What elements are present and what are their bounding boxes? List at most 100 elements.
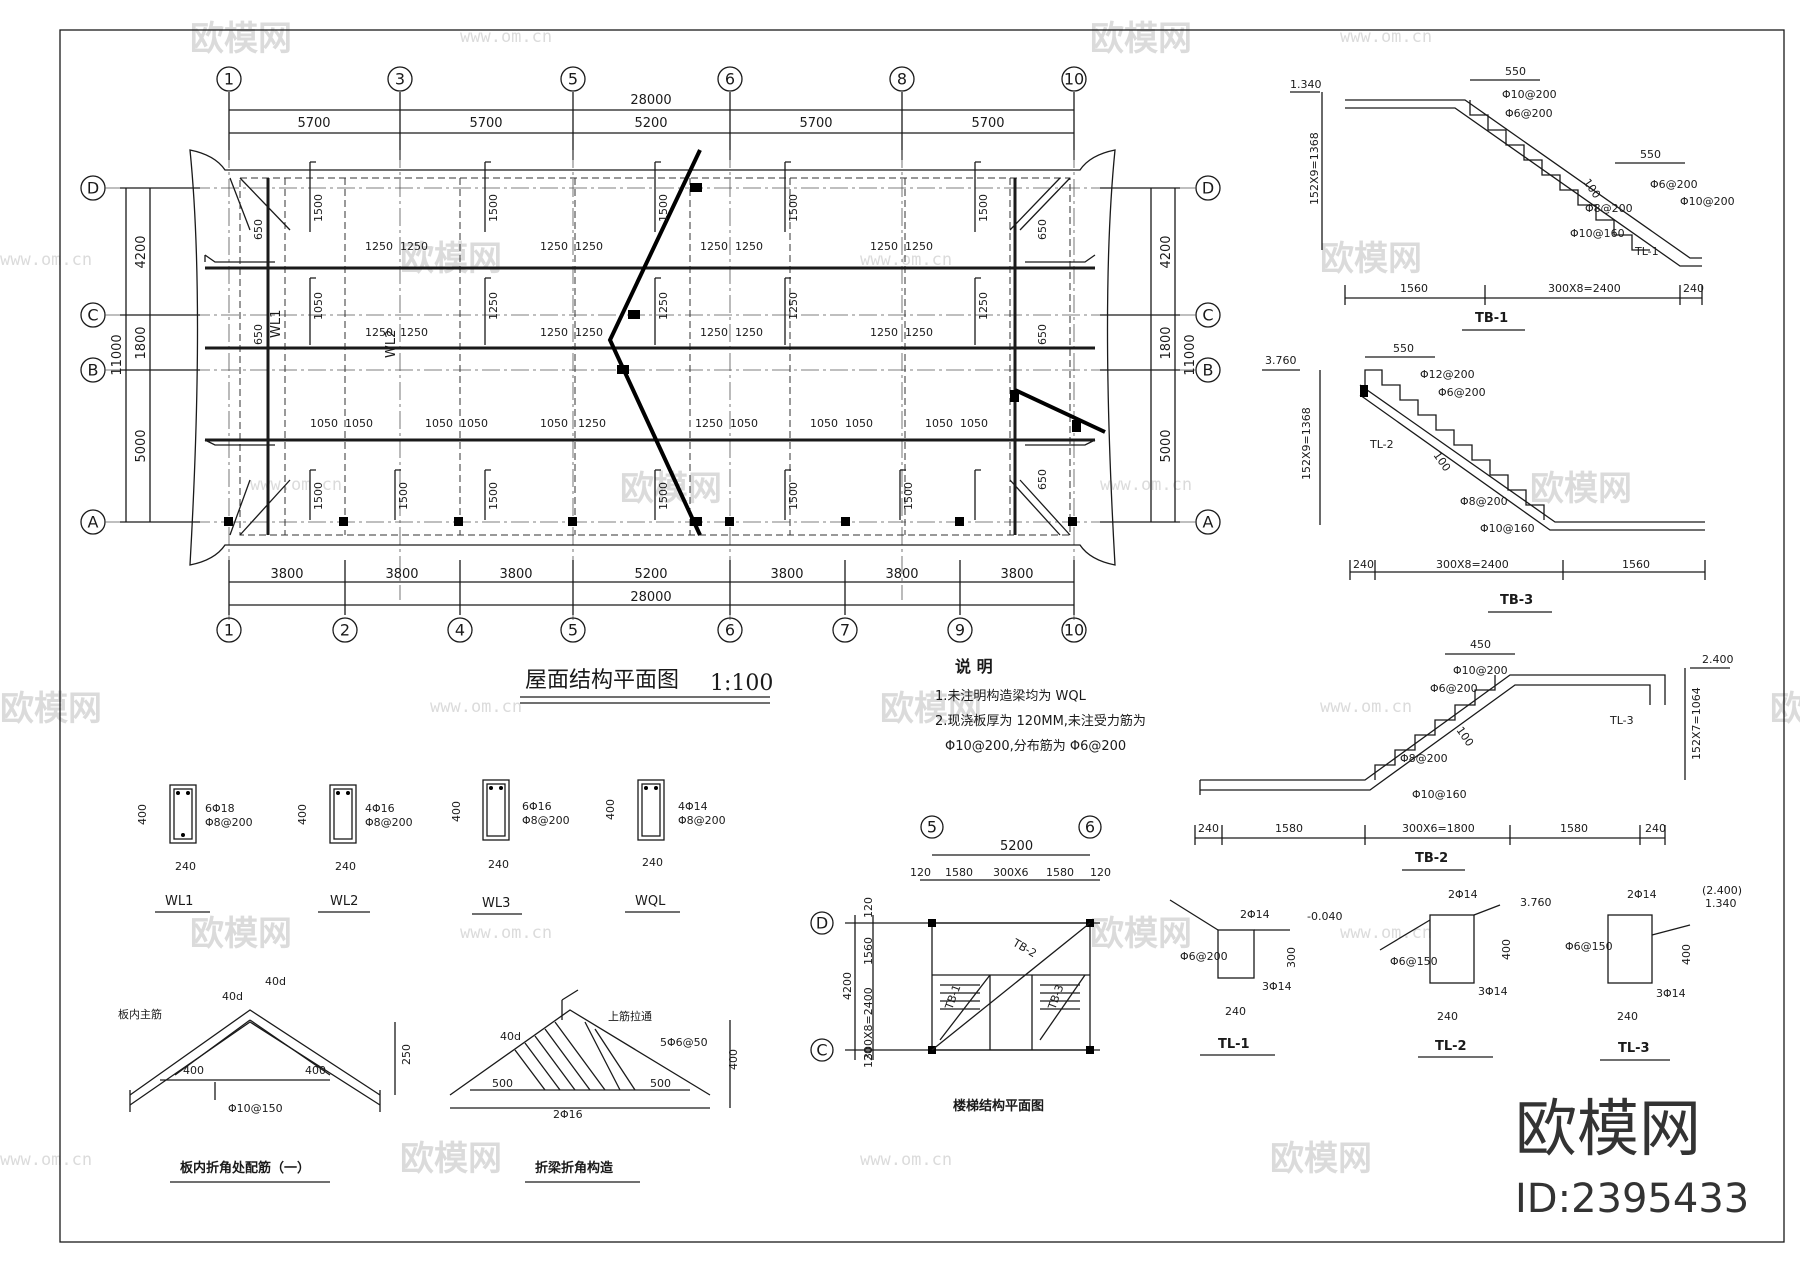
bar-labels-row1: 1250 1250 1250 1250 1250 1250 1250 1250: [365, 240, 933, 253]
svg-text:TL-2: TL-2: [1435, 1039, 1467, 1054]
svg-text:5Φ6@50: 5Φ6@50: [660, 1036, 708, 1049]
dim-bottom: 3800: [1000, 567, 1033, 582]
watermark-url: www.om.cn: [1320, 697, 1412, 717]
stair-opening-line: [1014, 388, 1106, 434]
svg-text:Φ6@200: Φ6@200: [1438, 386, 1486, 399]
svg-text:120: 120: [862, 897, 875, 918]
svg-text:TL-1: TL-1: [1634, 245, 1659, 258]
watermark-layer: 欧模网 欧模网 www.om.cn www.om.cn 欧模网 欧模网 www.…: [0, 19, 1800, 1179]
svg-text:1.340: 1.340: [1705, 897, 1737, 910]
beam-label: WL1: [269, 310, 284, 338]
svg-text:1250: 1250: [905, 326, 933, 339]
svg-text:450: 450: [1470, 638, 1491, 651]
svg-text:1250: 1250: [735, 240, 763, 253]
svg-text:650: 650: [1036, 219, 1049, 240]
notes-line: Φ10@200,分布筋为 Φ6@200: [945, 738, 1126, 754]
dim-left: 4200: [134, 235, 149, 268]
svg-text:1500: 1500: [312, 194, 325, 222]
svg-text:1500: 1500: [787, 482, 800, 510]
dim-left: 5000: [134, 429, 149, 462]
beam-sections: 400 240 6Φ18 Φ8@200 WL1 400 240 4Φ16 Φ8@…: [136, 779, 726, 915]
svg-text:1500: 1500: [977, 194, 990, 222]
watermark-brand: 欧模网: [0, 689, 102, 729]
dim-bottom: 3800: [770, 567, 803, 582]
watermark-url: www.om.cn: [1100, 475, 1192, 495]
svg-text:2.400: 2.400: [1702, 653, 1734, 666]
tb3-detail: 3.760 152X9=1368 550 Φ12@200 Φ6@200 Φ8@2…: [1262, 342, 1706, 613]
svg-text:3Φ14: 3Φ14: [1262, 980, 1292, 993]
svg-text:Φ10@160: Φ10@160: [1412, 788, 1467, 801]
svg-text:1250: 1250: [578, 417, 606, 430]
tb2-title: TB-2: [1415, 851, 1448, 866]
section-name: WL2: [330, 894, 358, 909]
svg-text:1250: 1250: [905, 240, 933, 253]
row-label: A: [88, 513, 99, 532]
svg-text:152X9=1368: 152X9=1368: [1300, 407, 1313, 480]
svg-text:3Φ14: 3Φ14: [1478, 985, 1508, 998]
svg-text:1.340: 1.340: [1290, 78, 1322, 91]
svg-text:250: 250: [400, 1044, 413, 1065]
tl3: 2Φ14 3Φ14 Φ6@150 400 (2.400) 1.340 240 T…: [1565, 884, 1742, 1061]
svg-text:400: 400: [136, 804, 149, 825]
watermark-url: www.om.cn: [0, 1150, 92, 1170]
axis-bubble: 8: [889, 66, 915, 92]
svg-text:3Φ14: 3Φ14: [1656, 987, 1686, 1000]
svg-text:Φ10@160: Φ10@160: [1570, 227, 1625, 240]
row-label: B: [1203, 361, 1214, 380]
watermark-brand: 欧模网: [400, 239, 502, 279]
tb2-detail: 2.400 152X7=1064 450 Φ10@200 Φ6@200 Φ8@2…: [1194, 638, 1734, 871]
svg-text:400: 400: [305, 1064, 326, 1077]
svg-text:1500: 1500: [312, 482, 325, 510]
watermark-url: www.om.cn: [460, 27, 552, 47]
row-label: C: [1202, 306, 1213, 325]
svg-text:152X9=1368: 152X9=1368: [1308, 132, 1321, 205]
watermark-brand: 欧模网: [190, 19, 292, 59]
svg-text:Φ10@200: Φ10@200: [1453, 664, 1508, 677]
axis-label: 1: [224, 70, 234, 89]
svg-text:4: 4: [455, 621, 465, 640]
svg-text:100: 100: [1581, 176, 1604, 201]
plan-title: 屋面结构平面图: [525, 668, 679, 693]
dim-span: 5200: [634, 116, 667, 131]
axis-bubble: 10: [1061, 66, 1087, 92]
dim-bottom: 5200: [634, 567, 667, 582]
svg-text:Φ8@200: Φ8@200: [678, 814, 726, 827]
svg-text:40d: 40d: [500, 1030, 521, 1043]
svg-text:1250: 1250: [657, 292, 670, 320]
svg-text:板内主筋: 板内主筋: [118, 1007, 162, 1021]
notes-line: 1.未注明构造梁均为 WQL: [935, 689, 1087, 704]
svg-text:240: 240: [175, 860, 196, 873]
svg-text:1250: 1250: [487, 292, 500, 320]
svg-text:650: 650: [252, 324, 265, 345]
watermark-brand: 欧模网: [1320, 239, 1422, 279]
svg-text:1500: 1500: [657, 482, 670, 510]
axis-bubble: 6: [717, 66, 743, 92]
svg-text:Φ6@150: Φ6@150: [1390, 955, 1438, 968]
svg-text:240: 240: [642, 856, 663, 869]
svg-text:240: 240: [1645, 822, 1666, 835]
svg-text:D: D: [816, 914, 828, 933]
notes: 说 明 1.未注明构造梁均为 WQL 2.现浇板厚为 120MM,未注受力筋为 …: [935, 657, 1146, 754]
axis-label: 5: [568, 70, 578, 89]
svg-text:C: C: [816, 1041, 827, 1060]
svg-text:400: 400: [604, 799, 617, 820]
svg-text:1500: 1500: [487, 482, 500, 510]
dim-right: 4200: [1159, 235, 1174, 268]
svg-text:1500: 1500: [902, 482, 915, 510]
svg-text:1050: 1050: [845, 417, 873, 430]
svg-text:1050: 1050: [730, 417, 758, 430]
watermark-brand: 欧模网: [1270, 1139, 1372, 1179]
svg-text:TB-3: TB-3: [1045, 983, 1066, 1012]
dim-right-total: 11000: [1183, 334, 1198, 375]
roof-plan: 1 3 5 6 8 10 28000 5700 5700 5200 5700 5…: [80, 66, 1221, 704]
notes-line: 2.现浇板厚为 120MM,未注受力筋为: [935, 713, 1146, 729]
dim-span: 5700: [297, 116, 330, 131]
svg-text:Φ10@160: Φ10@160: [1480, 522, 1535, 535]
svg-text:9: 9: [955, 621, 965, 640]
svg-text:2Φ16: 2Φ16: [553, 1108, 583, 1121]
svg-text:1580: 1580: [1560, 822, 1588, 835]
row-label: D: [87, 179, 99, 198]
svg-text:400: 400: [727, 1049, 740, 1070]
svg-text:2Φ14: 2Φ14: [1240, 908, 1270, 921]
svg-text:1050: 1050: [310, 417, 338, 430]
